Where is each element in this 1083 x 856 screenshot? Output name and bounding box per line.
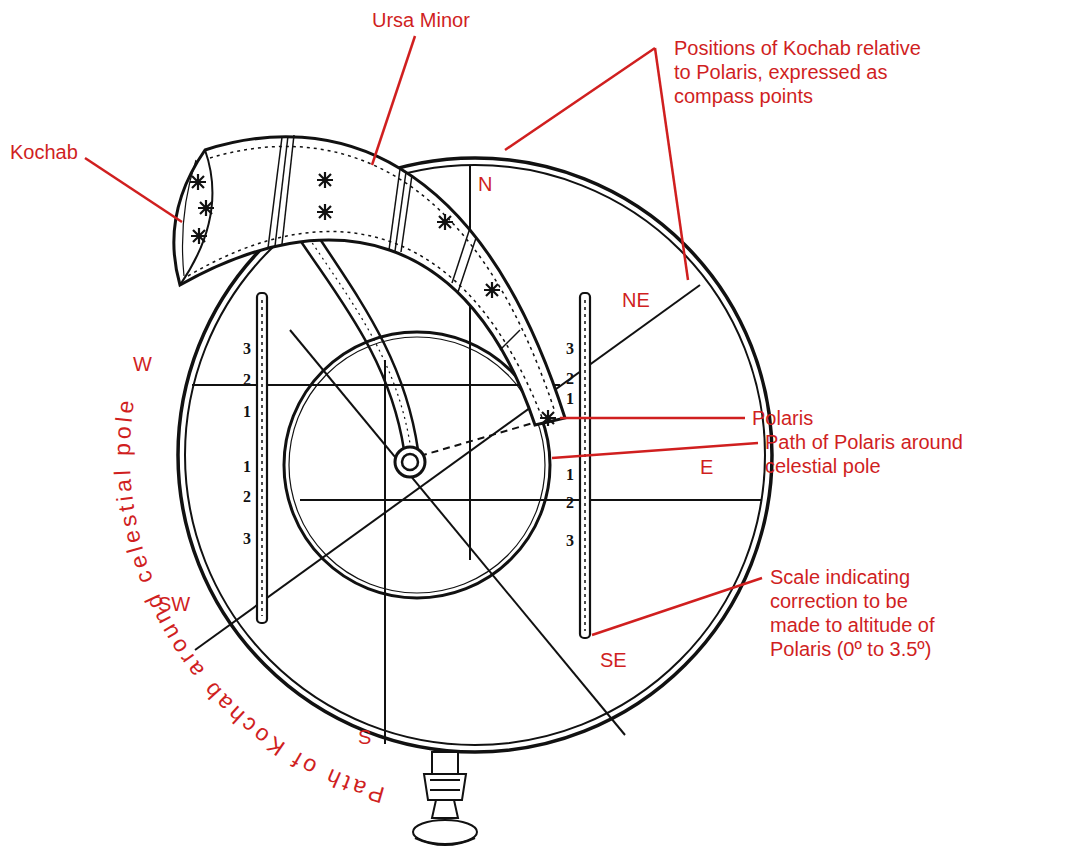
scale-numeral: 3 <box>243 340 251 358</box>
scale-numeral: 1 <box>566 390 574 408</box>
scale-numeral: 1 <box>243 458 251 476</box>
callout-note: Path of Polaris around celestial pole <box>765 430 995 478</box>
compass-point: S <box>358 725 371 749</box>
scale-numeral: 1 <box>566 466 574 484</box>
scale-numeral: 2 <box>566 370 574 388</box>
scale-numeral: 3 <box>243 530 251 548</box>
callout-note: Positions of Kochab relative to Polaris,… <box>674 36 934 108</box>
scale-numeral: 3 <box>566 532 574 550</box>
compass-point: SE <box>600 648 627 672</box>
curved-path-label: Path of Kochab around celestial pole <box>109 399 387 809</box>
scale-numeral: 1 <box>243 403 251 421</box>
compass-point: NE <box>622 288 650 312</box>
star-label: Kochab <box>10 140 78 164</box>
compass-point: W <box>133 352 152 376</box>
scale-numeral: 2 <box>566 494 574 512</box>
scale-numeral: 3 <box>566 340 574 358</box>
scale-numeral: 2 <box>243 488 251 506</box>
callout-note: Scale indicating correction to be made t… <box>770 565 955 661</box>
compass-point: SW <box>158 592 190 616</box>
star-label: Polaris <box>752 406 813 430</box>
compass-point: N <box>478 172 492 196</box>
scale-numeral: 2 <box>243 371 251 389</box>
compass-point: E <box>700 455 713 479</box>
constellation-label: Ursa Minor <box>372 8 470 32</box>
